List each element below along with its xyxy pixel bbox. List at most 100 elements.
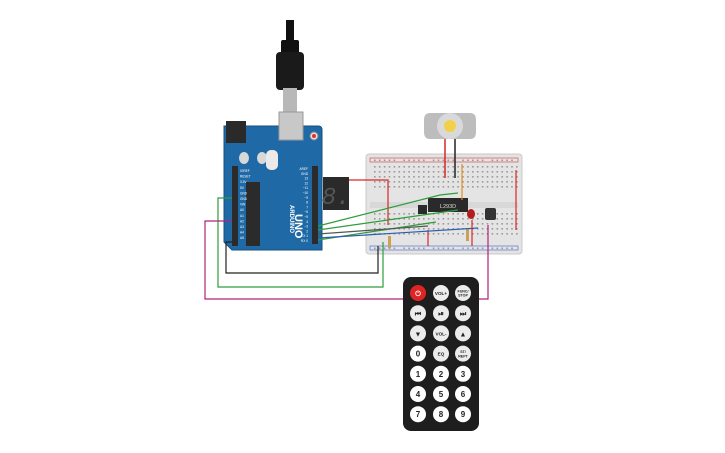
remote-button-9[interactable]: 9 bbox=[455, 406, 471, 423]
remote-button-label: STOP bbox=[458, 294, 468, 298]
wire-blue bbox=[317, 227, 479, 239]
digital-pin-label: ~3 bbox=[304, 225, 308, 229]
remote-button-label: FUNC/ bbox=[458, 290, 469, 294]
remote-button-label: ▲ bbox=[460, 331, 467, 338]
remote-button-next[interactable]: ⏭ bbox=[455, 305, 471, 322]
resistor bbox=[466, 228, 469, 241]
remote-button-0[interactable]: 0 bbox=[410, 345, 426, 362]
dc-motor bbox=[424, 113, 476, 178]
arduino-brand-text: ARDUINO bbox=[288, 205, 294, 233]
power-pin-label: RESET bbox=[240, 175, 251, 179]
ir-remote: ⏻ VOL+ FUNC/STOP ⏮ ⏯ ⏭ ▼ VOL- ▲ 0 EQ ST/REPT 1 2 3 4 5 6 7… bbox=[403, 277, 479, 431]
digital-pin-label: 4 bbox=[306, 220, 308, 224]
digital-pin-label: ~10 bbox=[303, 191, 309, 195]
atmega-chip bbox=[246, 182, 260, 246]
wire-black-ground bbox=[225, 241, 379, 274]
remote-button-label: ▼ bbox=[415, 331, 422, 338]
power-pin-label: 5V bbox=[240, 186, 245, 190]
remote-button-label: 2 bbox=[439, 370, 444, 379]
power-pin-label: A5 bbox=[240, 236, 244, 240]
seven-segment-display: 8. bbox=[322, 177, 351, 212]
seven-segment-digit: 8. bbox=[322, 185, 351, 212]
digital-pin-label: 13 bbox=[304, 177, 308, 181]
remote-button-label: 3 bbox=[461, 370, 466, 379]
transistor bbox=[418, 205, 427, 214]
power-pin-label: VIN bbox=[240, 203, 246, 207]
remote-button-grid: ⏻ VOL+ FUNC/STOP ⏮ ⏯ ⏭ ▼ VOL- ▲ 0 EQ ST/REPT 1 2 3 4 5 6 7… bbox=[410, 285, 471, 423]
remote-button-label: ⏮ bbox=[415, 311, 422, 318]
remote-button-vol-down[interactable]: VOL- bbox=[433, 325, 449, 342]
power-pin-label: GND bbox=[240, 191, 248, 195]
remote-button-2[interactable]: 2 bbox=[433, 365, 449, 382]
wire-gray bbox=[317, 225, 429, 235]
wire-green-loop bbox=[217, 197, 384, 288]
power-pin-label: A3 bbox=[240, 225, 244, 229]
resistor-2 bbox=[388, 236, 391, 248]
digital-pin-label: 12 bbox=[304, 181, 308, 185]
digital-pin-label: 2 bbox=[306, 229, 308, 233]
wire-red-segment bbox=[349, 179, 389, 225]
remote-button-label: 6 bbox=[461, 390, 466, 399]
remote-button-down[interactable]: ▼ bbox=[410, 325, 426, 342]
remote-button-prev[interactable]: ⏮ bbox=[410, 305, 426, 322]
digital-pin-label: ~5 bbox=[304, 215, 308, 219]
digital-pin-label: 7 bbox=[306, 205, 308, 209]
remote-button-func-stop[interactable]: FUNC/STOP bbox=[455, 285, 471, 301]
remote-button-up[interactable]: ▲ bbox=[455, 325, 471, 342]
remote-button-label: ⏭ bbox=[460, 311, 467, 318]
digital-pin-label: 8 bbox=[306, 201, 308, 205]
red-led bbox=[467, 209, 475, 219]
remote-button-5[interactable]: 5 bbox=[433, 386, 449, 402]
wire-green-2 bbox=[317, 209, 459, 231]
wires bbox=[204, 164, 517, 300]
power-pin-label: A0 bbox=[240, 208, 244, 212]
remote-button-1[interactable]: 1 bbox=[410, 365, 426, 382]
power-pin-label: A2 bbox=[240, 219, 244, 223]
digital-pin-label: TX 1 bbox=[301, 234, 308, 238]
usb-port bbox=[278, 111, 304, 141]
l293d-label: L293D bbox=[440, 204, 456, 210]
power-pin-label: IOREF bbox=[240, 169, 250, 173]
remote-button-3[interactable]: 3 bbox=[455, 365, 471, 382]
remote-button-vol-up[interactable]: VOL+ bbox=[433, 285, 449, 301]
wire-green-1 bbox=[317, 192, 459, 227]
remote-button-label: ⏻ bbox=[415, 290, 421, 298]
remote-button-4[interactable]: 4 bbox=[410, 386, 426, 402]
remote-button-eq[interactable]: EQ bbox=[433, 345, 449, 362]
remote-button-label: 1 bbox=[416, 370, 421, 379]
remote-button-6[interactable]: 6 bbox=[455, 386, 471, 402]
remote-button-label: ST/ bbox=[460, 350, 466, 354]
remote-button-7[interactable]: 7 bbox=[410, 406, 426, 423]
remote-button-8[interactable]: 8 bbox=[433, 406, 449, 423]
remote-button-power[interactable]: ⏻ bbox=[410, 285, 426, 301]
remote-button-label: EQ bbox=[438, 352, 445, 357]
ir-receiver bbox=[485, 208, 496, 220]
remote-button-label: REPT bbox=[458, 354, 468, 358]
remote-button-label: 0 bbox=[416, 350, 421, 359]
usb-cable bbox=[276, 20, 304, 112]
remote-button-label: 5 bbox=[439, 390, 444, 399]
power-pin-label: A1 bbox=[240, 214, 244, 218]
digital-pin-label: ~11 bbox=[303, 186, 308, 190]
digital-pin-label: ~6 bbox=[304, 210, 308, 214]
remote-button-st-rept[interactable]: ST/REPT bbox=[455, 345, 471, 362]
arduino-model-text: UNO bbox=[292, 214, 304, 239]
arduino-uno-board: ARDUINO UNO AREFGND1312~11~10~987~6~54~3… bbox=[223, 111, 323, 251]
digital-pin-label: ~9 bbox=[304, 196, 308, 200]
power-pin-label: GND bbox=[240, 197, 248, 201]
digital-pin-label: AREF bbox=[299, 167, 308, 171]
l293d-driver-chip: L293D bbox=[428, 198, 468, 212]
remote-button-label: 7 bbox=[416, 410, 421, 419]
power-jack bbox=[226, 121, 246, 143]
digital-pin-label: GND bbox=[301, 172, 309, 176]
remote-button-label: 8 bbox=[439, 410, 444, 419]
remote-button-play-pause[interactable]: ⏯ bbox=[433, 305, 449, 322]
remote-button-label: VOL- bbox=[436, 331, 447, 336]
remote-button-label: ⏯ bbox=[438, 311, 444, 318]
remote-button-label: 9 bbox=[461, 410, 466, 419]
power-pin-label: A4 bbox=[240, 231, 244, 235]
